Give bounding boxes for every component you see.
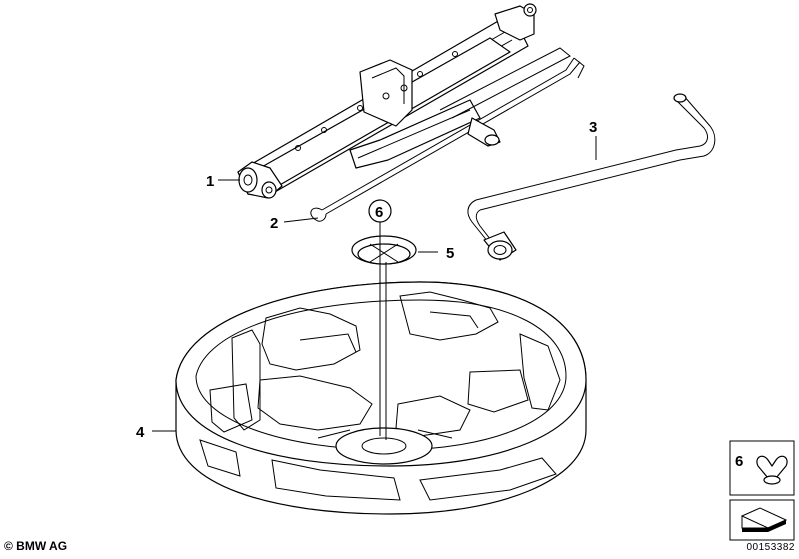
callout-3: 3 xyxy=(589,119,597,136)
drawing-number: 00153382 xyxy=(746,542,795,553)
callout-4: 4 xyxy=(136,424,145,441)
grommet-cap xyxy=(351,235,417,265)
inset-label: 6 xyxy=(735,453,743,470)
orientation-arrow-icon xyxy=(740,507,788,532)
tool-tray xyxy=(175,281,587,515)
jack-crank-handle xyxy=(310,47,585,222)
wheel-wrench xyxy=(467,93,716,261)
wing-nut-icon xyxy=(756,455,788,485)
inset-panel: 6 xyxy=(729,440,795,541)
callout-1: 1 xyxy=(206,173,214,190)
callout-6: 6 xyxy=(375,204,383,221)
scissor-jack xyxy=(237,3,537,199)
copyright-text: © BMW AG xyxy=(4,539,68,553)
callout-2: 2 xyxy=(270,215,278,232)
callout-5: 5 xyxy=(446,245,454,262)
callout-6-circle xyxy=(368,199,392,223)
